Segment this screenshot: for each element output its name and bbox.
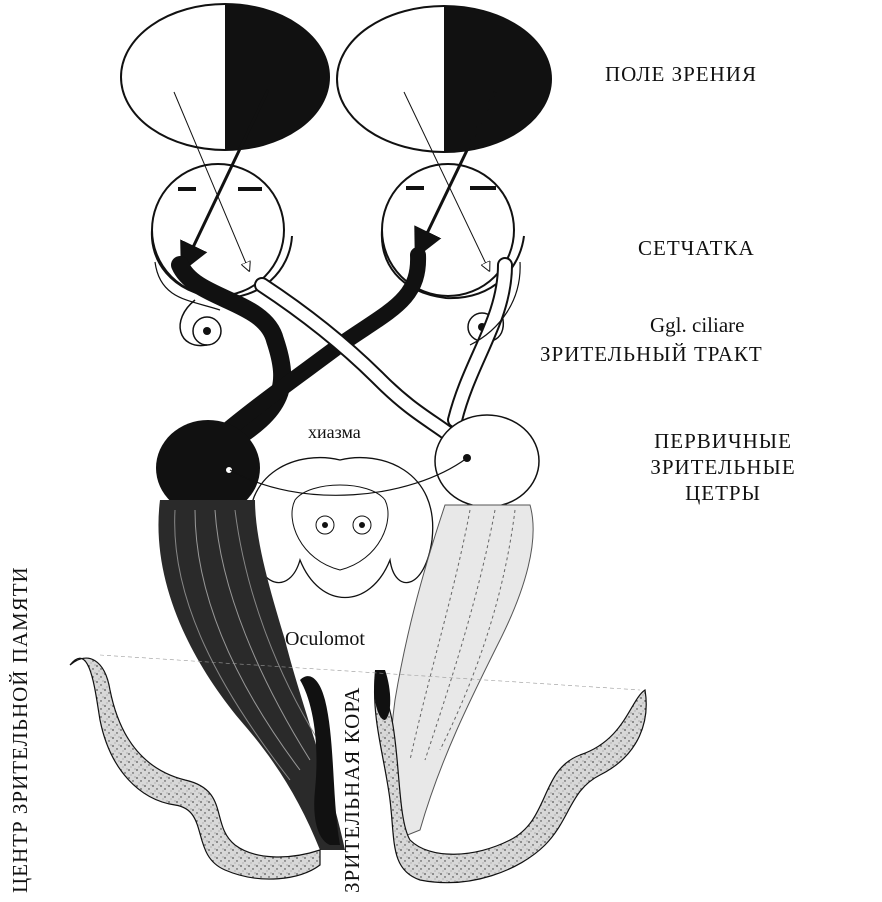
ggl-ciliare-label: Ggl. ciliare [650, 313, 744, 338]
optic-tract-label: ЗРИТЕЛЬНЫЙ ТРАКТ [540, 342, 763, 367]
oculomotor-label: Oculomot [285, 628, 365, 651]
left-visual-field [121, 4, 329, 150]
retina-label: СЕТЧАТКА [638, 236, 755, 261]
visual-field-label: ПОЛЕ ЗРЕНИЯ [605, 62, 757, 87]
visual-memory-center-label: ЦЕНТР ЗРИТЕЛЬНОЙ ПАМЯТИ [8, 566, 33, 893]
primary-centers-label: ПЕРВИЧНЫЕ ЗРИТЕЛЬНЫЕ ЦЕТРЫ [617, 428, 829, 506]
optic-radiation-right [390, 505, 533, 840]
right-visual-field [337, 6, 551, 152]
chiasm-label: хиазма [308, 422, 361, 443]
cortex-guide-line [100, 655, 640, 690]
visual-cortex-label: ЗРИТЕЛЬНАЯ КОРА [340, 687, 365, 893]
oculomotor-nuclei [249, 458, 433, 598]
